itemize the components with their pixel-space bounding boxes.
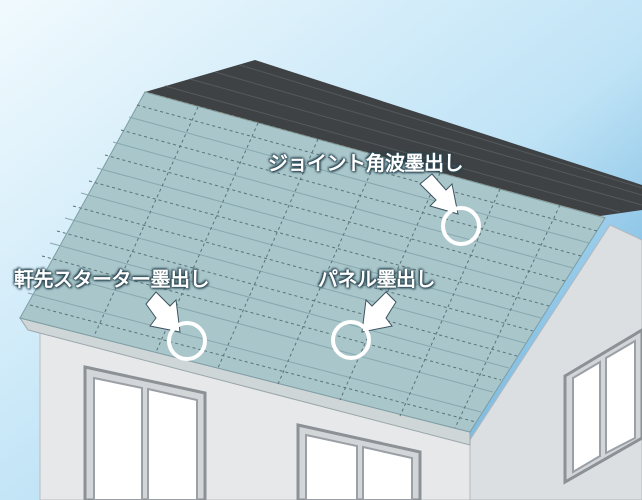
target-circle-eaves <box>167 321 207 361</box>
arrow-joint <box>419 173 459 215</box>
arrow-eaves <box>145 291 181 333</box>
side-window <box>563 328 642 485</box>
front-window-left <box>83 365 207 500</box>
front-window-right <box>296 423 422 500</box>
dark-roof-slope <box>145 60 642 216</box>
callout-panel-label: パネル墨出し <box>318 267 436 291</box>
arrow-panel <box>361 291 397 333</box>
callout-eaves-label: 軒先スターター墨出し <box>14 267 210 291</box>
target-circle-panel <box>331 320 371 360</box>
callout-joint-label: ジョイント角波墨出し <box>268 151 464 175</box>
dark-roof-texture <box>164 64 642 213</box>
panel-row-lines <box>27 116 590 413</box>
front-roof-panels <box>19 91 606 433</box>
target-circle-joint <box>441 206 481 246</box>
marking-lines <box>29 104 598 429</box>
